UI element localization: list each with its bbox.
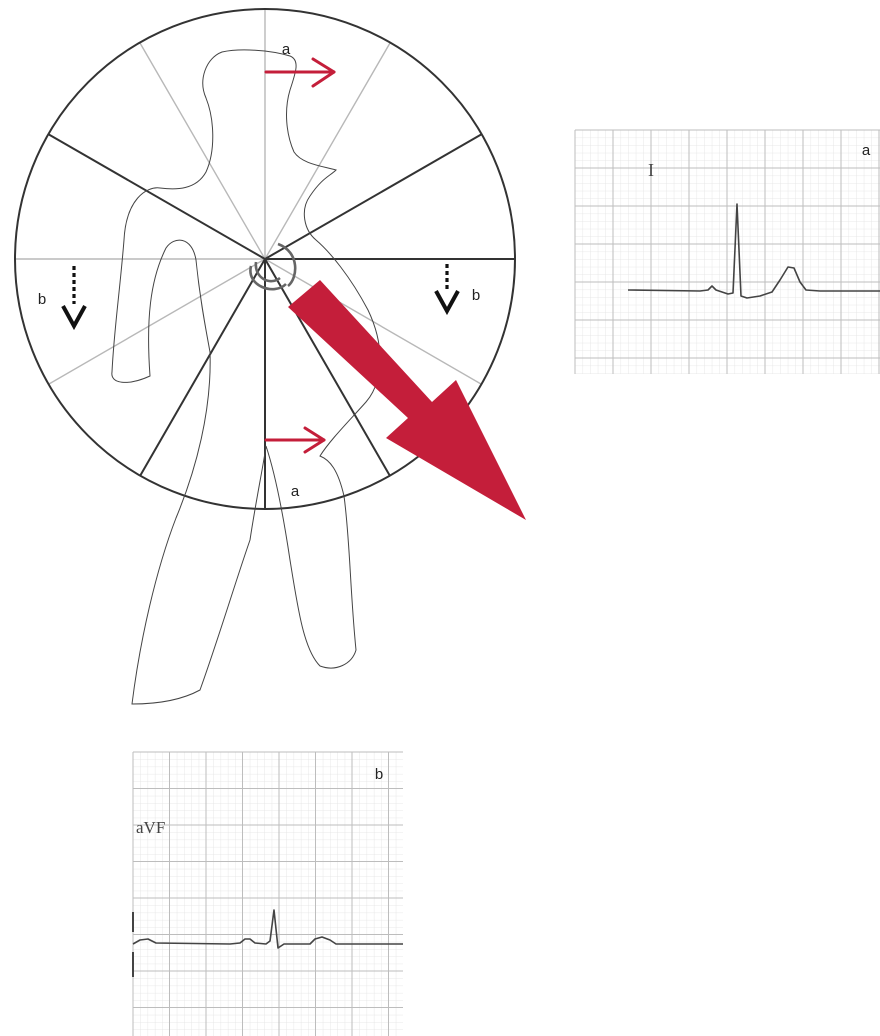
body-outline — [111, 49, 381, 705]
red-arrow-right-icon — [264, 426, 326, 454]
ecg-strip-lead-i: I a — [574, 129, 880, 374]
ecg-b-corner-label: b — [375, 766, 383, 783]
ecg-a-major-grid — [574, 129, 880, 374]
large-red-vector-arrow — [288, 280, 526, 520]
ecg-b-major-grid — [132, 751, 403, 1036]
top-arrow-label: a — [282, 41, 291, 58]
minor-axis-lines — [15, 9, 482, 385]
red-arrow-right-icon — [264, 57, 336, 88]
lead-i-label: I — [648, 160, 654, 180]
ecg-a-trace — [627, 203, 880, 299]
ecg-strip-lead-avf: aVF b — [132, 751, 403, 1036]
hexaxial-reference-system: a a b b — [14, 8, 526, 705]
heart-loop — [249, 242, 297, 291]
left-arrow-label: b — [38, 291, 46, 308]
ecg-a-corner-label: a — [862, 142, 871, 159]
right-arrow-label: b — [472, 287, 480, 304]
dashed-arrow-down-icon — [61, 266, 87, 331]
bottom-arrow-label: a — [291, 483, 300, 500]
major-axis-lines — [47, 133, 515, 509]
hexaxial-circle — [14, 8, 516, 510]
ecg-b-trace — [132, 909, 403, 949]
lead-avf-label: aVF — [136, 818, 165, 837]
dashed-arrow-down-icon — [434, 264, 460, 316]
